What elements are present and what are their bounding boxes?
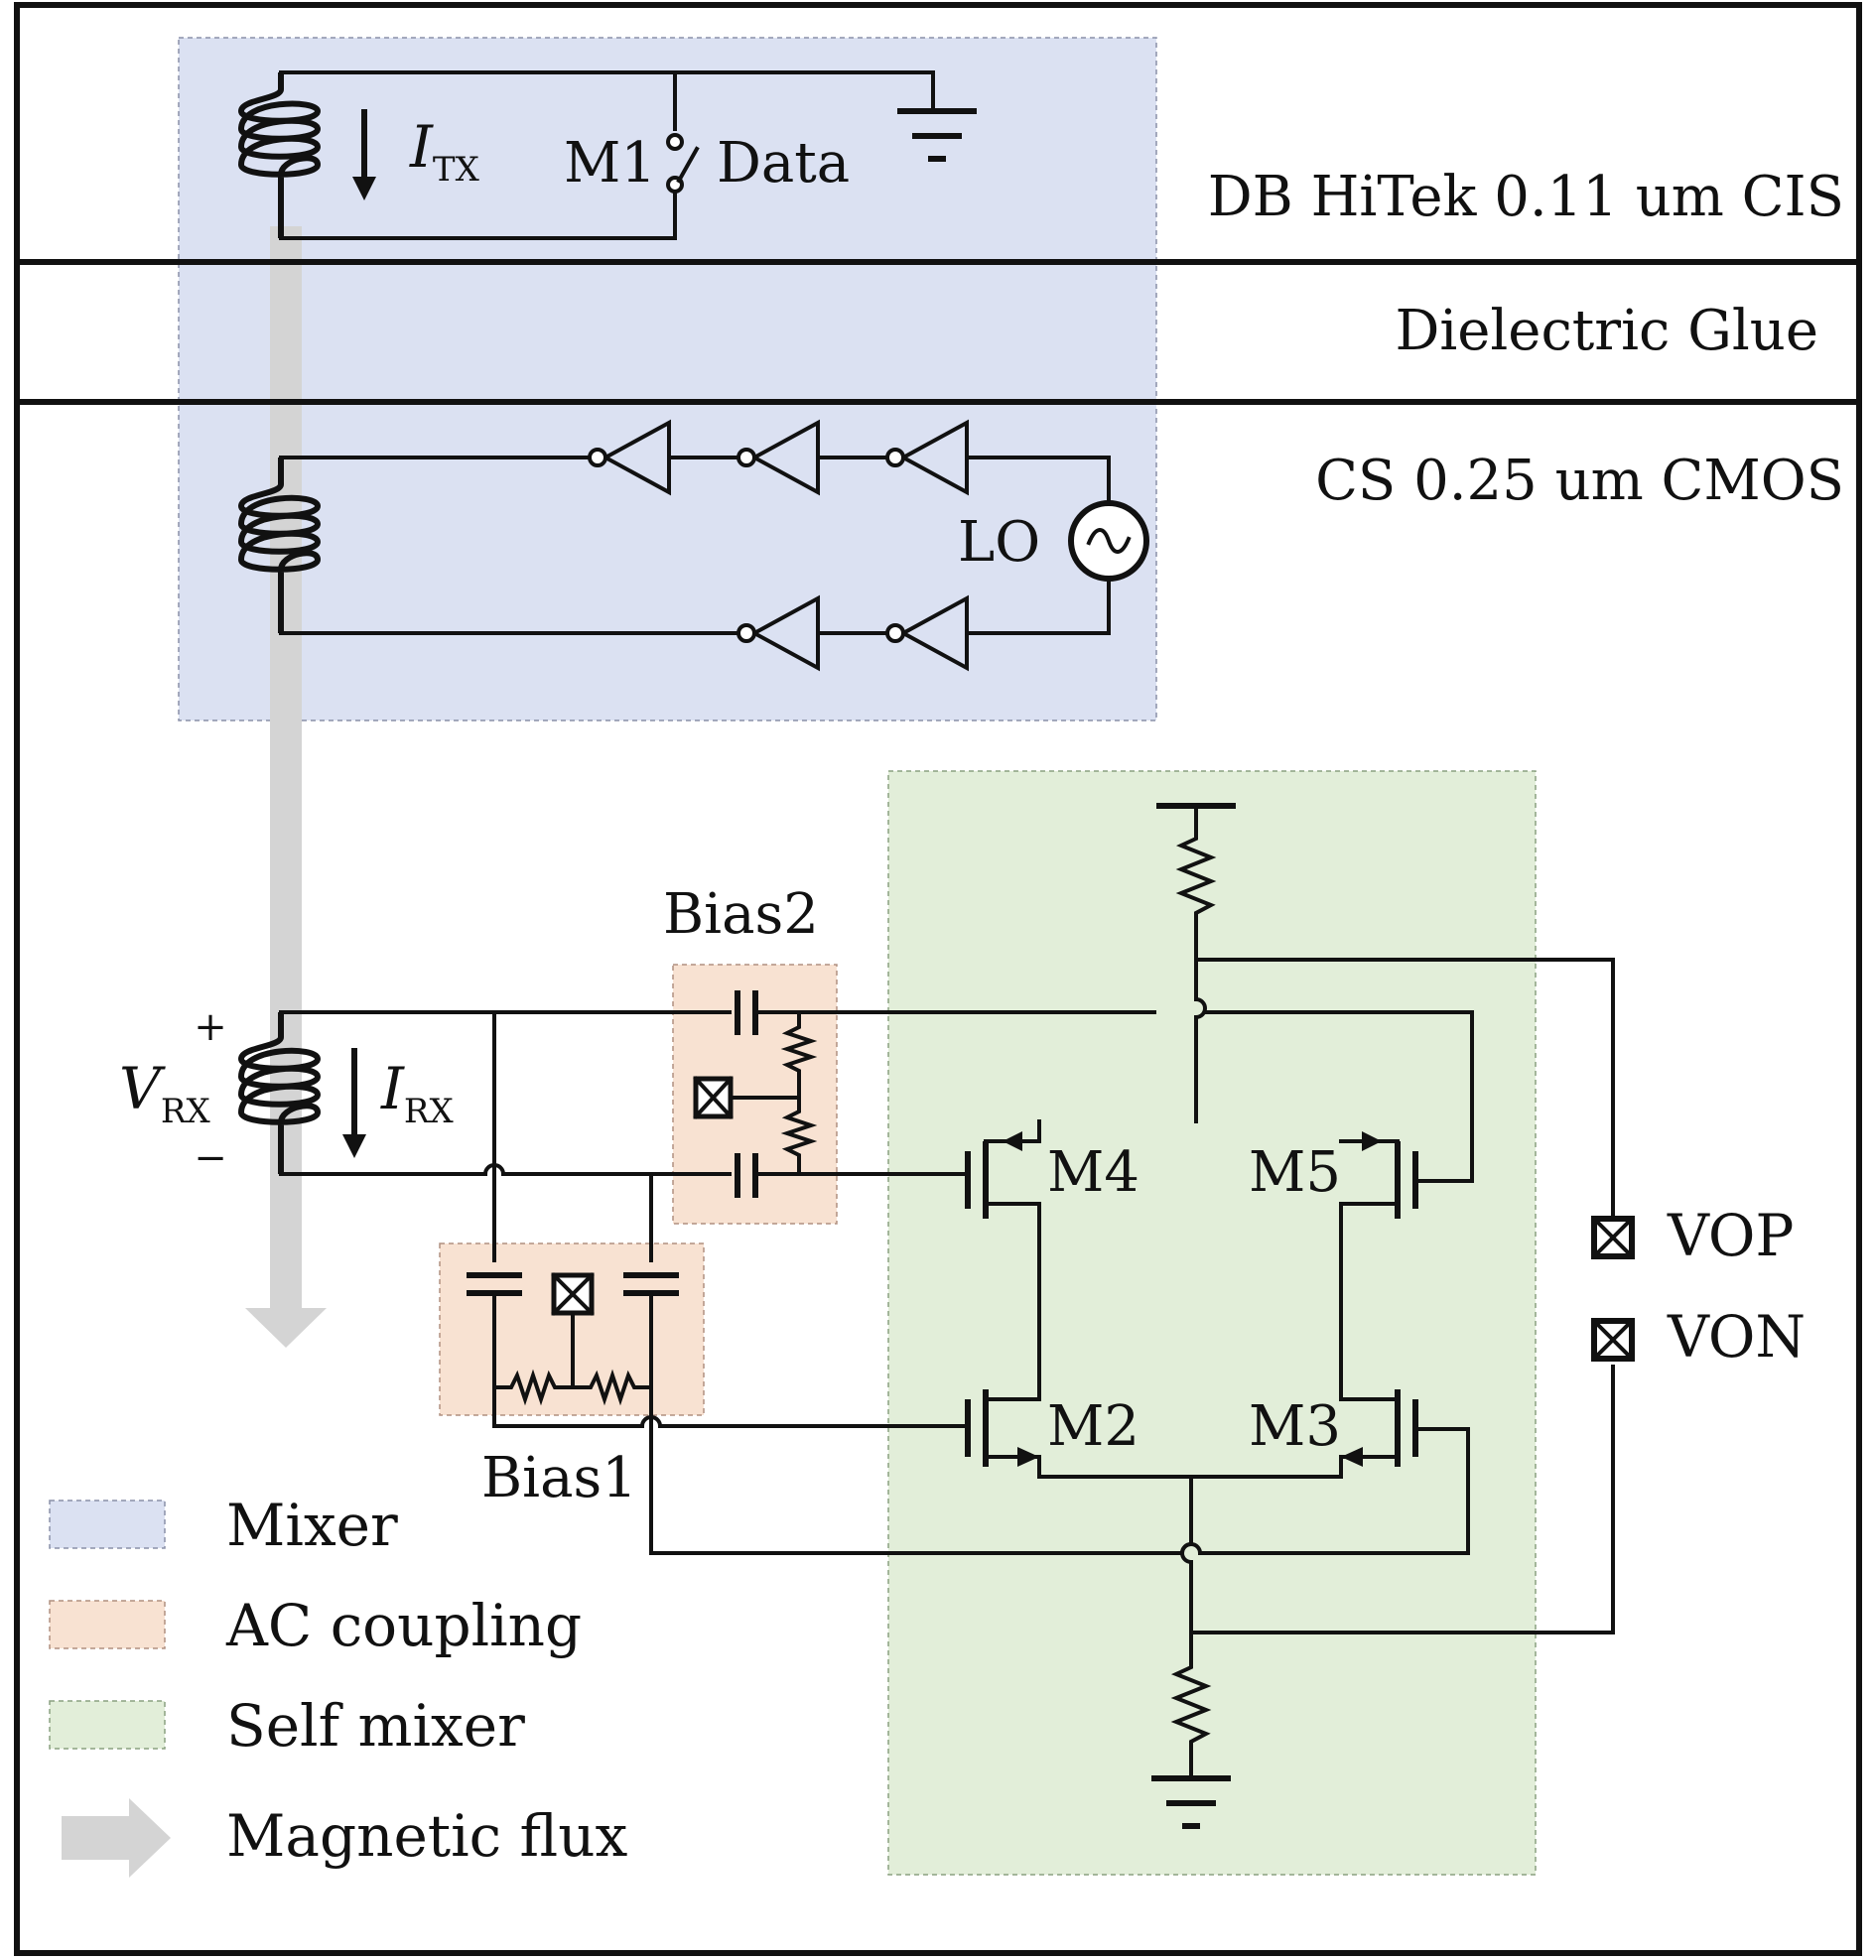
transistor-m4: [965, 1131, 1041, 1391]
von-wire: [1189, 1365, 1615, 1634]
bottom-node-hop: [1180, 1541, 1194, 1565]
tx-coil: [237, 72, 322, 238]
bias1-pad: [551, 1272, 595, 1316]
data-label: Data: [717, 131, 850, 196]
magnetic-flux-arrow: [245, 226, 327, 1348]
vop-label: VOP: [1667, 1202, 1794, 1269]
vop-wire: [1194, 958, 1615, 1221]
resistor-bias1-left: [492, 1369, 575, 1406]
resistor-bottom: [1170, 1660, 1212, 1780]
m2-label: M2: [1047, 1394, 1139, 1459]
bias2-pad: [693, 1076, 734, 1119]
m5-label: M5: [1249, 1140, 1341, 1205]
m5-gate-wire: [1203, 1010, 1474, 1183]
bias2-label: Bias2: [663, 882, 819, 947]
legend-swatch-magnetic-flux: [62, 1798, 171, 1878]
von-label: VON: [1667, 1303, 1806, 1371]
layer-label-top: DB HiTek 0.11 um CIS: [1208, 165, 1844, 229]
mixer-region: [178, 37, 1157, 721]
transistor-m5: [1339, 1131, 1418, 1391]
rx-bottom-wire: [279, 1163, 732, 1176]
lo-label: LO: [958, 510, 1040, 575]
lo-source: [1068, 500, 1149, 582]
ground-symbol-top: [897, 108, 977, 162]
legend-swatch-mixer: [49, 1500, 166, 1549]
bias1-label: Bias1: [481, 1446, 637, 1510]
outer-frame: [14, 2, 1862, 1956]
legend: Mixer AC coupling Self mixer Magnetic fl…: [49, 1492, 627, 1878]
bias1-to-m2: [492, 1415, 969, 1428]
m1-label: M1: [564, 131, 656, 196]
resistor-top: [1175, 804, 1217, 1001]
resistor-bias2-top: [780, 1010, 818, 1100]
transistor-m3: [1339, 1387, 1418, 1479]
legend-label-magnetic-flux: Magnetic flux: [226, 1802, 627, 1870]
transistor-m2: [965, 1387, 1041, 1479]
irx-label: IRX: [380, 1055, 455, 1131]
lo-coil: [237, 457, 322, 633]
von-pad: [1591, 1318, 1635, 1362]
tx-bottom-wire: [279, 189, 677, 240]
tx-top-wire: [279, 70, 935, 113]
m3-label: M3: [1249, 1394, 1341, 1459]
legend-label-mixer: Mixer: [226, 1492, 398, 1559]
inverter-top-1: [588, 419, 671, 496]
resistor-bias1-right: [571, 1369, 653, 1406]
lo-source-bottom-wire: [965, 578, 1111, 635]
resistor-bias2-bottom: [780, 1096, 818, 1176]
top-node-hop: [1193, 996, 1207, 1020]
legend-label-ac-coupling: AC coupling: [225, 1592, 582, 1659]
itx-label: ITX: [409, 113, 480, 190]
vrx-label: VRX: [119, 1055, 210, 1131]
lo-source-top-wire: [965, 456, 1111, 504]
legend-swatch-ac-coupling: [49, 1600, 166, 1649]
minus-sign: −: [194, 1135, 227, 1181]
rx-coil: [237, 1012, 322, 1174]
vop-pad: [1591, 1216, 1635, 1259]
legend-swatch-self-mixer: [49, 1700, 166, 1750]
ground-symbol-bottom: [1151, 1775, 1231, 1829]
plus-sign: +: [194, 1004, 227, 1050]
m4-label: M4: [1047, 1140, 1139, 1205]
m1-switch: [666, 133, 700, 194]
layer-label-middle: Dielectric Glue: [1395, 299, 1818, 363]
layer-label-bottom: CS 0.25 um CMOS: [1315, 449, 1844, 513]
self-mixer-region: [887, 770, 1537, 1876]
legend-label-self-mixer: Self mixer: [226, 1692, 525, 1760]
